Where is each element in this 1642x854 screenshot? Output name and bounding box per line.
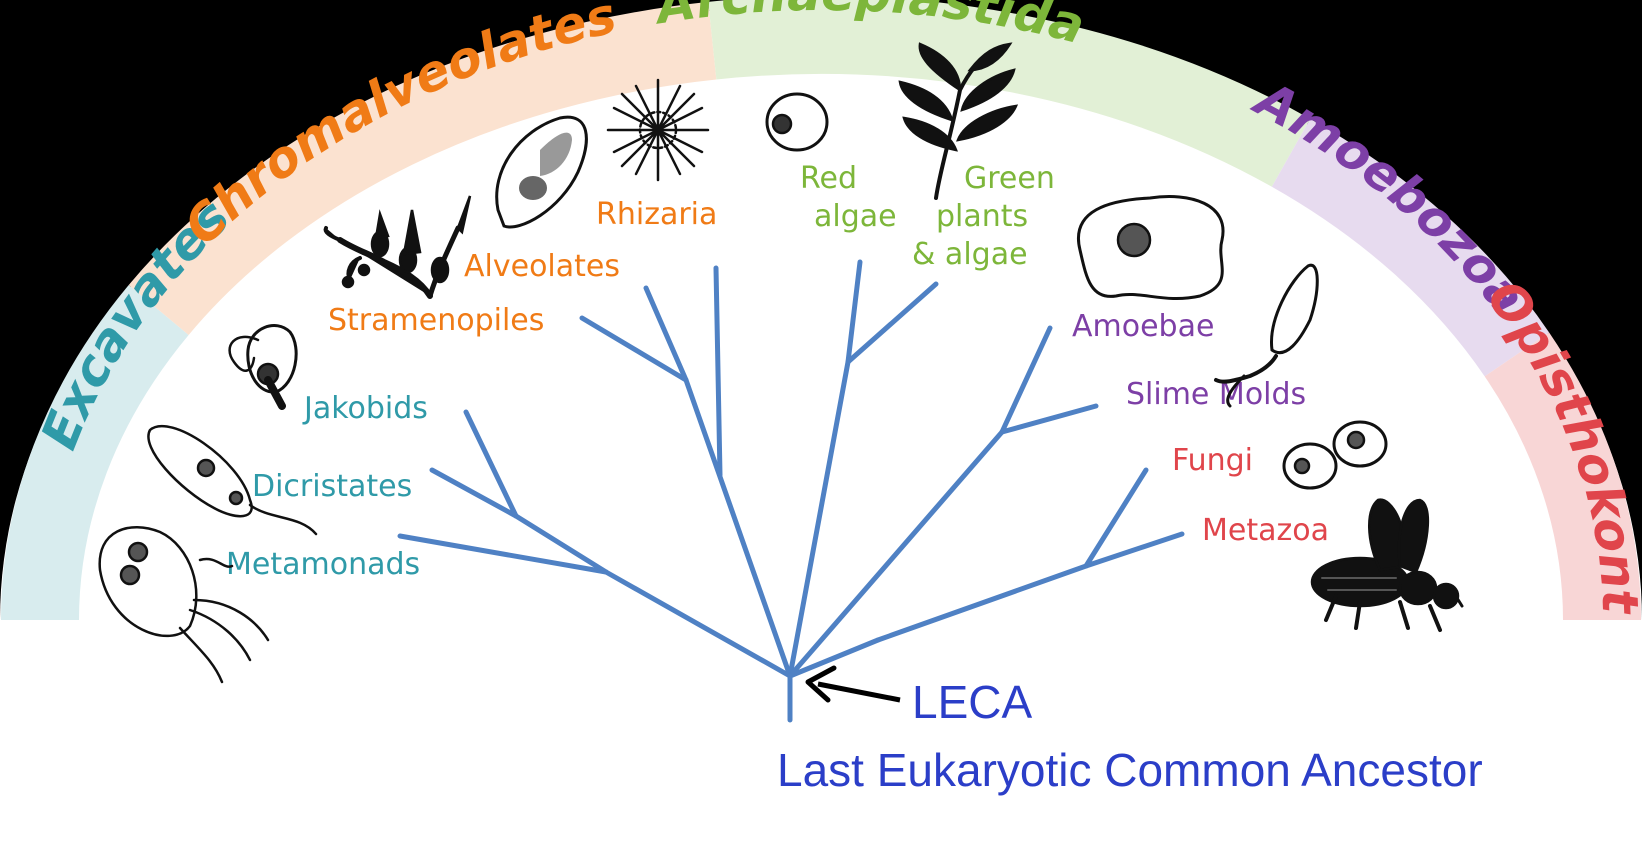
label-green-line1: Green: [964, 161, 1055, 196]
label-dicristates: Dicristates: [252, 469, 412, 504]
label-metazoa: Metazoa: [1202, 513, 1329, 548]
label-rhizaria: Rhizaria: [596, 197, 717, 232]
label-stramenopiles: Stramenopiles: [328, 303, 544, 338]
leca-full-name: Last Eukaryotic Common Ancestor: [777, 744, 1483, 796]
leca-label: LECA: [912, 676, 1032, 728]
label-alveolates: Alveolates: [464, 249, 620, 284]
red-alga-cell-icon: [767, 94, 827, 150]
label-green-line2: plants: [936, 199, 1028, 234]
label-amoebae: Amoebae: [1072, 309, 1214, 344]
label-red-algae-line2: algae: [814, 199, 897, 234]
radiolarian-icon: [608, 80, 708, 180]
amoeba-icon: [1078, 197, 1223, 299]
label-fungi: Fungi: [1172, 443, 1253, 478]
label-jakobids: Jakobids: [302, 391, 428, 426]
label-metamonads: Metamonads: [226, 547, 420, 582]
label-slime-molds: Slime Molds: [1126, 377, 1306, 412]
label-green-line3: & algae: [912, 237, 1028, 272]
label-red-algae-line1: Red: [800, 161, 857, 196]
